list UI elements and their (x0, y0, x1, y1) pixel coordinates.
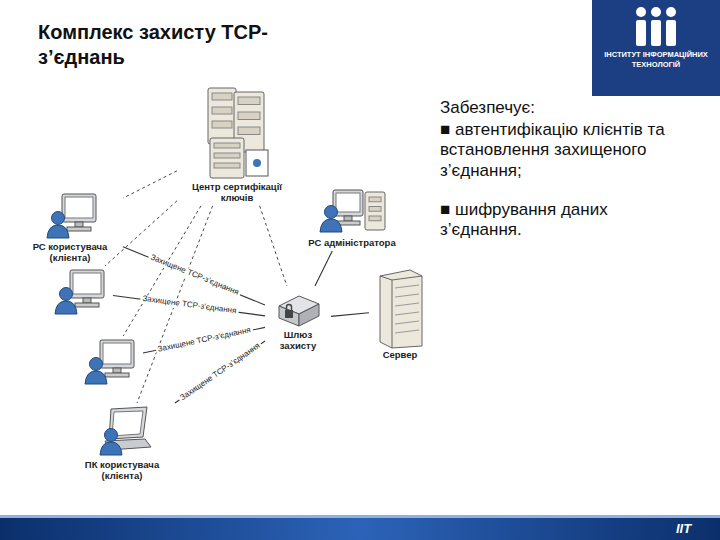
pc-node (75, 338, 141, 388)
connection-line (113, 296, 265, 316)
pc-icon (48, 268, 108, 318)
node-label: РС адміністратора (308, 238, 395, 249)
connection-line (331, 313, 369, 317)
gateway-node: Шлюз захисту (267, 288, 329, 352)
edge-label: Захищене TCP-з’єднання (155, 326, 253, 355)
key-link (105, 201, 177, 266)
label: ІНСТИТУТ ІНФОРМАЦІЙНИХ ТЕХНОЛОГІЙ (601, 50, 711, 70)
footer-line (0, 515, 720, 518)
pc-icon (40, 192, 100, 242)
edge-label: Захищене TCP-з’єднання (147, 253, 242, 299)
admin-icon (315, 186, 389, 238)
connection-line (315, 251, 332, 286)
tower-node: Центр сертифікації ключів (179, 86, 295, 204)
node-label: Сервер (383, 350, 418, 361)
edge-label: Захищене TCP-з’єднання (177, 340, 263, 403)
edge-label: Захищене TCP-з’єднання (140, 295, 239, 317)
label: ■ автентифікацію клієнтів та встановленн… (440, 120, 690, 181)
node-label: Шлюз захисту (270, 330, 326, 352)
logo-panel (592, 0, 720, 96)
node-label: РС користувача (клієнта) (22, 242, 118, 264)
admin-node: РС адміністратора (305, 186, 399, 249)
label: IIT (676, 521, 712, 537)
key-link (123, 171, 177, 198)
label: Забезпечує: (440, 98, 690, 118)
server-icon (374, 268, 426, 350)
logo-symbol (636, 7, 676, 46)
node-label: ПК користувача (клієнта) (74, 460, 170, 482)
server-node: Сервер (371, 268, 429, 361)
node-label: Центр сертифікації ключів (182, 182, 292, 204)
label: ■ шифрування даних з’єднання. (440, 200, 690, 241)
gateway-icon (273, 288, 323, 330)
tower-icon (202, 86, 272, 182)
pc-icon (78, 338, 138, 388)
pc-node (45, 268, 111, 318)
connection-line (175, 341, 265, 403)
pc-node: РС користувача (клієнта) (19, 192, 121, 264)
footer-bar (0, 518, 720, 540)
laptop-icon (91, 405, 153, 460)
key-link (260, 206, 287, 286)
laptop-node: ПК користувача (клієнта) (71, 405, 173, 482)
slide-title: Комплекс захисту TCP-з’єднань (38, 20, 338, 70)
